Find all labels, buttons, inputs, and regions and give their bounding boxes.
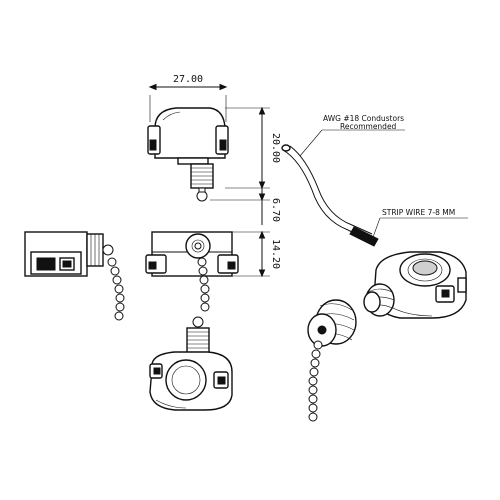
height-front-dimension: 14.20 xyxy=(270,239,281,269)
wire-drawing: AWG #18 Condustors Recommended STRIP WIR… xyxy=(281,114,468,247)
awg-note-line1: AWG #18 Condustors xyxy=(323,114,404,123)
width-dimension: 27.00 xyxy=(173,74,203,85)
awg-note-line2: Recommended xyxy=(340,122,397,131)
strip-wire-note: STRIP WIRE 7-8 MM xyxy=(382,208,455,217)
height-stem-dimension: 6.70 xyxy=(270,198,281,222)
bottom-view xyxy=(149,316,233,411)
side-chain xyxy=(107,257,125,321)
front-chain xyxy=(197,257,210,312)
height-body-dimension: 20.00 xyxy=(270,133,281,163)
isometric-view xyxy=(307,251,467,422)
iso-chain xyxy=(308,340,323,422)
top-view: 27.00 20.00 6.70 xyxy=(147,74,281,225)
side-view xyxy=(24,231,125,321)
front-view: 14.20 xyxy=(145,230,281,312)
